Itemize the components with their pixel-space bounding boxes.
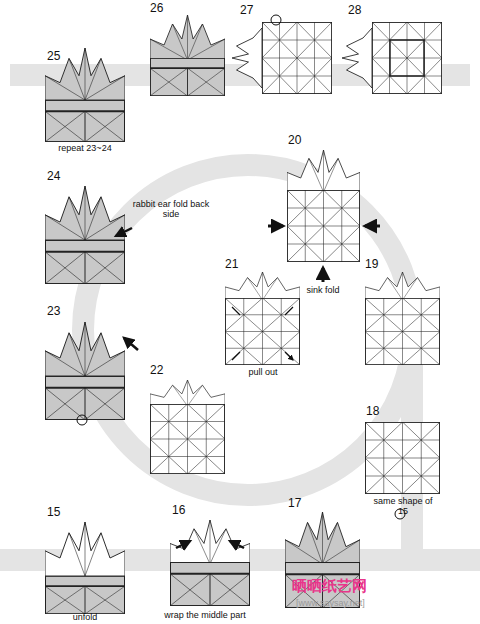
step-caption: same shape of 15 xyxy=(372,496,434,517)
watermark-url: [www.saysay.net] xyxy=(296,598,365,608)
step-number: 22 xyxy=(150,364,163,378)
step-caption: unfold xyxy=(55,612,115,622)
step-caption: wrap the middle part xyxy=(150,610,260,620)
step-number: 27 xyxy=(240,4,253,18)
step-caption: repeat 23~24 xyxy=(45,143,125,153)
step-caption: sink fold xyxy=(298,285,348,295)
step-number: 23 xyxy=(47,305,60,319)
step-number: 16 xyxy=(172,504,185,518)
step-number: 24 xyxy=(47,170,60,184)
step-caption: rabbit ear fold back side xyxy=(132,199,210,220)
step-number: 17 xyxy=(288,497,301,511)
step-number: 25 xyxy=(47,50,60,64)
step-number: 15 xyxy=(47,506,60,520)
step-number: 28 xyxy=(348,4,361,18)
watermark: 晒晒纸艺网 xyxy=(292,578,367,595)
step-number: 18 xyxy=(366,405,379,419)
step-number: 21 xyxy=(225,258,238,272)
step-caption: pull out xyxy=(228,367,298,377)
step-number: 19 xyxy=(365,258,378,272)
step-number: 20 xyxy=(288,134,301,148)
step-number: 26 xyxy=(150,2,163,16)
